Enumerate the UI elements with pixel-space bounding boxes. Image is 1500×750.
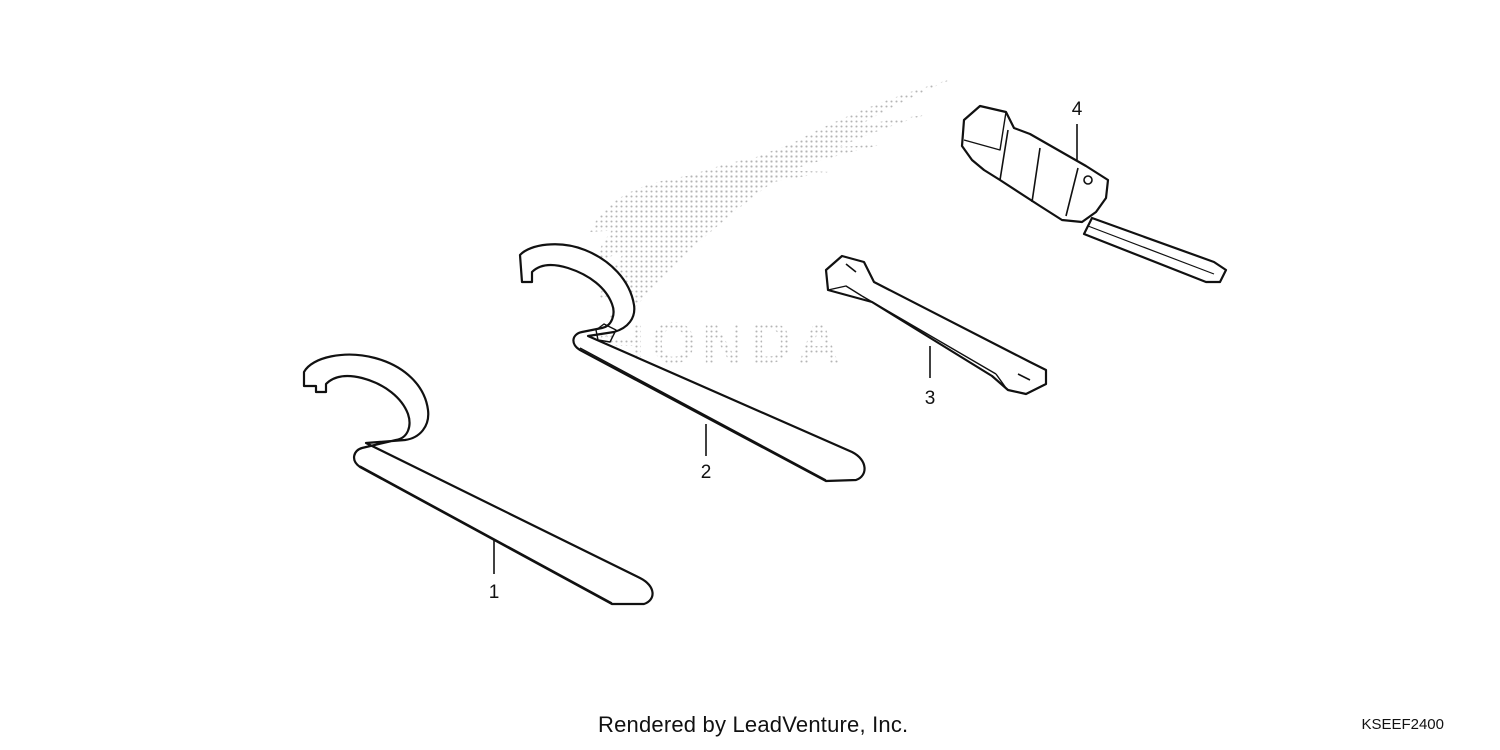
honda-wing-logo-icon <box>590 78 955 345</box>
leader-lines <box>493 124 1078 574</box>
spark-plug-socket-wrench-icon <box>960 104 1228 284</box>
hook-spanner-wrench-small-icon <box>518 243 866 483</box>
callout-3[interactable]: 3 <box>925 388 936 409</box>
callout-2[interactable]: 2 <box>701 462 712 483</box>
diagram-code: KSEEF2400 <box>1361 716 1444 733</box>
footer-credit: Rendered by LeadVenture, Inc. <box>598 712 909 737</box>
hook-spanner-wrench-large-icon <box>302 353 654 606</box>
callout-1[interactable]: 1 <box>489 582 500 603</box>
callout-4[interactable]: 4 <box>1072 99 1083 120</box>
double-end-box-wrench-icon <box>824 254 1048 396</box>
